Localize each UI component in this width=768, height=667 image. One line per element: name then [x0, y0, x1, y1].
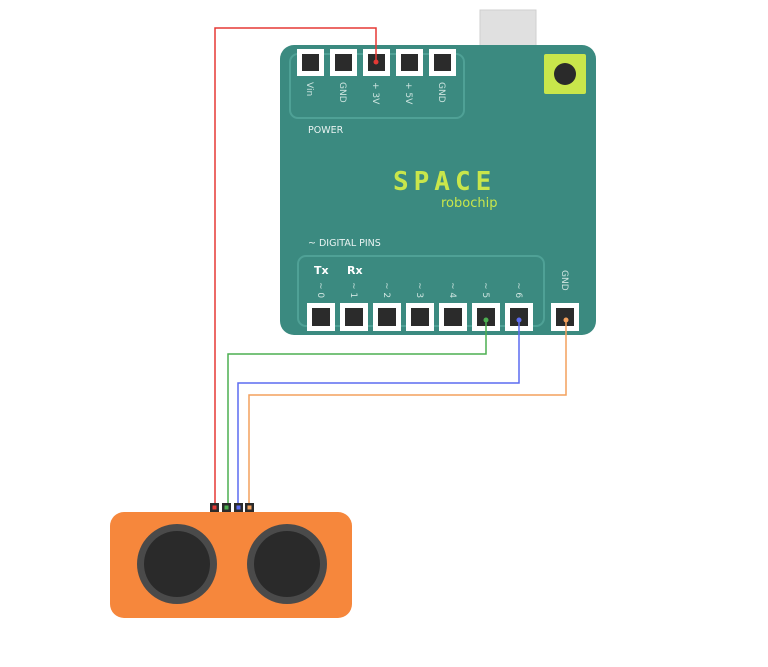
- power-pin-label-gnd: GND: [337, 82, 347, 103]
- digital-pin-3-hole: [411, 308, 429, 326]
- digital-pin-6-hole: [510, 308, 528, 326]
- digital-pin-label-4: ~ 4: [447, 282, 457, 298]
- gnd-pin-hole: [556, 308, 574, 326]
- power-pin-label-vin: Vin: [304, 82, 314, 96]
- digital-pin-label-6: ~ 6: [513, 282, 523, 298]
- power-section-label: POWER: [308, 125, 344, 136]
- wire-green[interactable]: [227, 320, 487, 505]
- power-pin-label-gnd-2: GND: [436, 82, 446, 103]
- rx-label: Rx: [347, 264, 363, 277]
- sensor-transducer-left-inner: [144, 531, 210, 597]
- gnd-pin-label: GND: [559, 270, 569, 291]
- digital-pins: [307, 303, 579, 331]
- sensor-pin-gnd-dot: [247, 505, 252, 510]
- power-button-knob[interactable]: [554, 63, 576, 85]
- tx-label: Tx: [314, 264, 329, 277]
- digital-pin-5-hole: [477, 308, 495, 326]
- digital-pin-2-hole: [378, 308, 396, 326]
- brand-subtitle: robochip: [441, 196, 497, 211]
- power-pin-5v-hole: [401, 54, 418, 71]
- power-pin-vin-hole: [302, 54, 319, 71]
- power-pin-gnd-2-hole: [434, 54, 451, 71]
- power-pins: [297, 49, 456, 76]
- digital-pin-0-hole: [312, 308, 330, 326]
- wire-endpoint-green: [483, 317, 489, 323]
- digital-pin-1-hole: [345, 308, 363, 326]
- digital-pin-label-3: ~ 3: [414, 282, 424, 298]
- digital-pin-label-2: ~ 2: [381, 282, 391, 298]
- wire-endpoint-red: [373, 59, 379, 65]
- sensor-pin-trig-dot: [224, 505, 229, 510]
- digital-pin-label-5: ~ 5: [480, 282, 490, 298]
- brand-logo: SPACE: [393, 167, 496, 197]
- power-pin-label-3v: + 3V: [370, 82, 380, 105]
- sensor-pin-echo-dot: [236, 505, 241, 510]
- sensor-pin-vcc-dot: [212, 505, 217, 510]
- digital-pin-label-1: ~ 1: [348, 282, 358, 298]
- power-pin-label-5v: + 5V: [403, 82, 413, 105]
- wire-endpoint-blue: [516, 317, 522, 323]
- digital-pins-label: ~ DIGITAL PINS: [308, 238, 381, 249]
- digital-pin-4-hole: [444, 308, 462, 326]
- sensor-transducer-right-inner: [254, 531, 320, 597]
- wire-blue[interactable]: [237, 320, 520, 505]
- digital-pin-label-0: ~ 0: [315, 282, 325, 298]
- wire-orange[interactable]: [248, 320, 567, 505]
- wire-red[interactable]: [214, 27, 377, 505]
- wire-endpoint-orange: [563, 317, 569, 323]
- power-pin-gnd-hole: [335, 54, 352, 71]
